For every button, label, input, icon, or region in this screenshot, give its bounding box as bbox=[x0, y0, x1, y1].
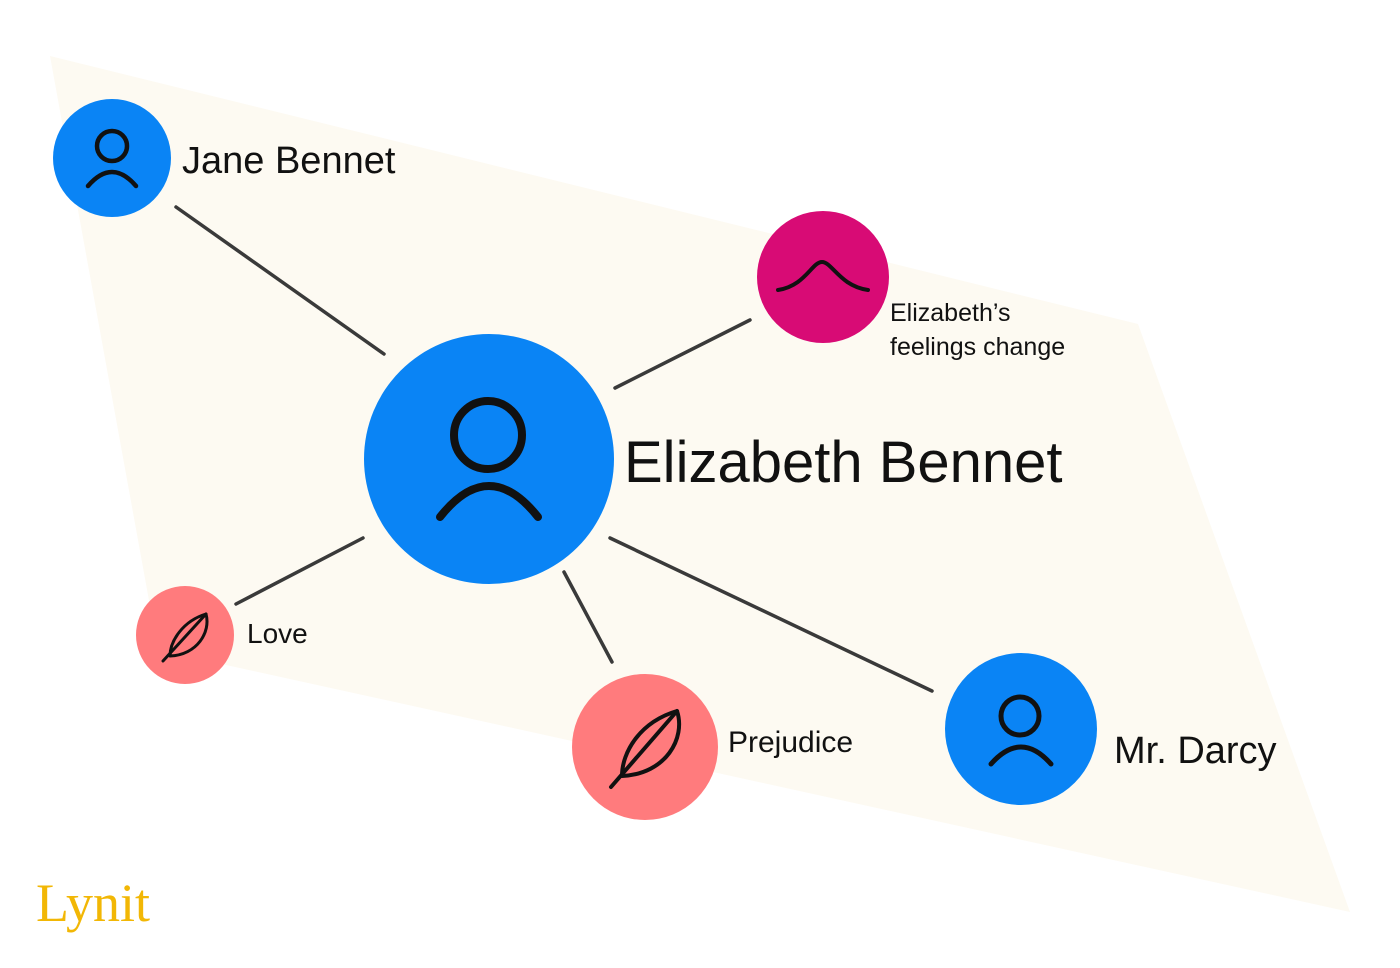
label-love: Love bbox=[247, 618, 308, 649]
arc-curve-icon bbox=[776, 259, 870, 292]
edges bbox=[174, 205, 934, 693]
person-icon bbox=[85, 128, 139, 189]
person-icon bbox=[436, 397, 542, 521]
person-icon bbox=[988, 694, 1054, 767]
node-elizabeth-bennet[interactable] bbox=[364, 334, 614, 584]
label-feelings-line2: feelings change bbox=[890, 333, 1066, 361]
lynit-logo: Lynit bbox=[36, 873, 151, 933]
node-prejudice[interactable] bbox=[572, 674, 718, 820]
node-jane-circle bbox=[53, 99, 171, 217]
label-mr-darcy: Mr. Darcy bbox=[1114, 730, 1277, 772]
edge-elizabeth-jane bbox=[174, 205, 386, 356]
edge-elizabeth-love bbox=[234, 536, 365, 606]
label-feelings-line1: Elizabeth’s bbox=[890, 299, 1011, 327]
node-love[interactable] bbox=[136, 586, 234, 684]
edge-elizabeth-darcy bbox=[608, 536, 934, 693]
label-elizabeth-bennet: Elizabeth Bennet bbox=[624, 430, 1063, 495]
node-elizabeth-circle bbox=[364, 334, 614, 584]
label-feelings-change: Elizabeth’s feelings change bbox=[890, 296, 1110, 364]
edge-elizabeth-prejudice bbox=[562, 570, 614, 664]
label-prejudice: Prejudice bbox=[728, 726, 854, 759]
node-feelings-circle bbox=[757, 211, 889, 343]
node-mr-darcy[interactable] bbox=[945, 653, 1097, 805]
node-jane-bennet[interactable] bbox=[53, 99, 171, 217]
node-feelings-change[interactable] bbox=[757, 211, 889, 343]
feather-icon bbox=[609, 709, 682, 789]
node-darcy-circle bbox=[945, 653, 1097, 805]
label-jane-bennet: Jane Bennet bbox=[182, 140, 396, 182]
feather-icon bbox=[161, 612, 209, 663]
edge-elizabeth-feelings bbox=[613, 318, 752, 390]
